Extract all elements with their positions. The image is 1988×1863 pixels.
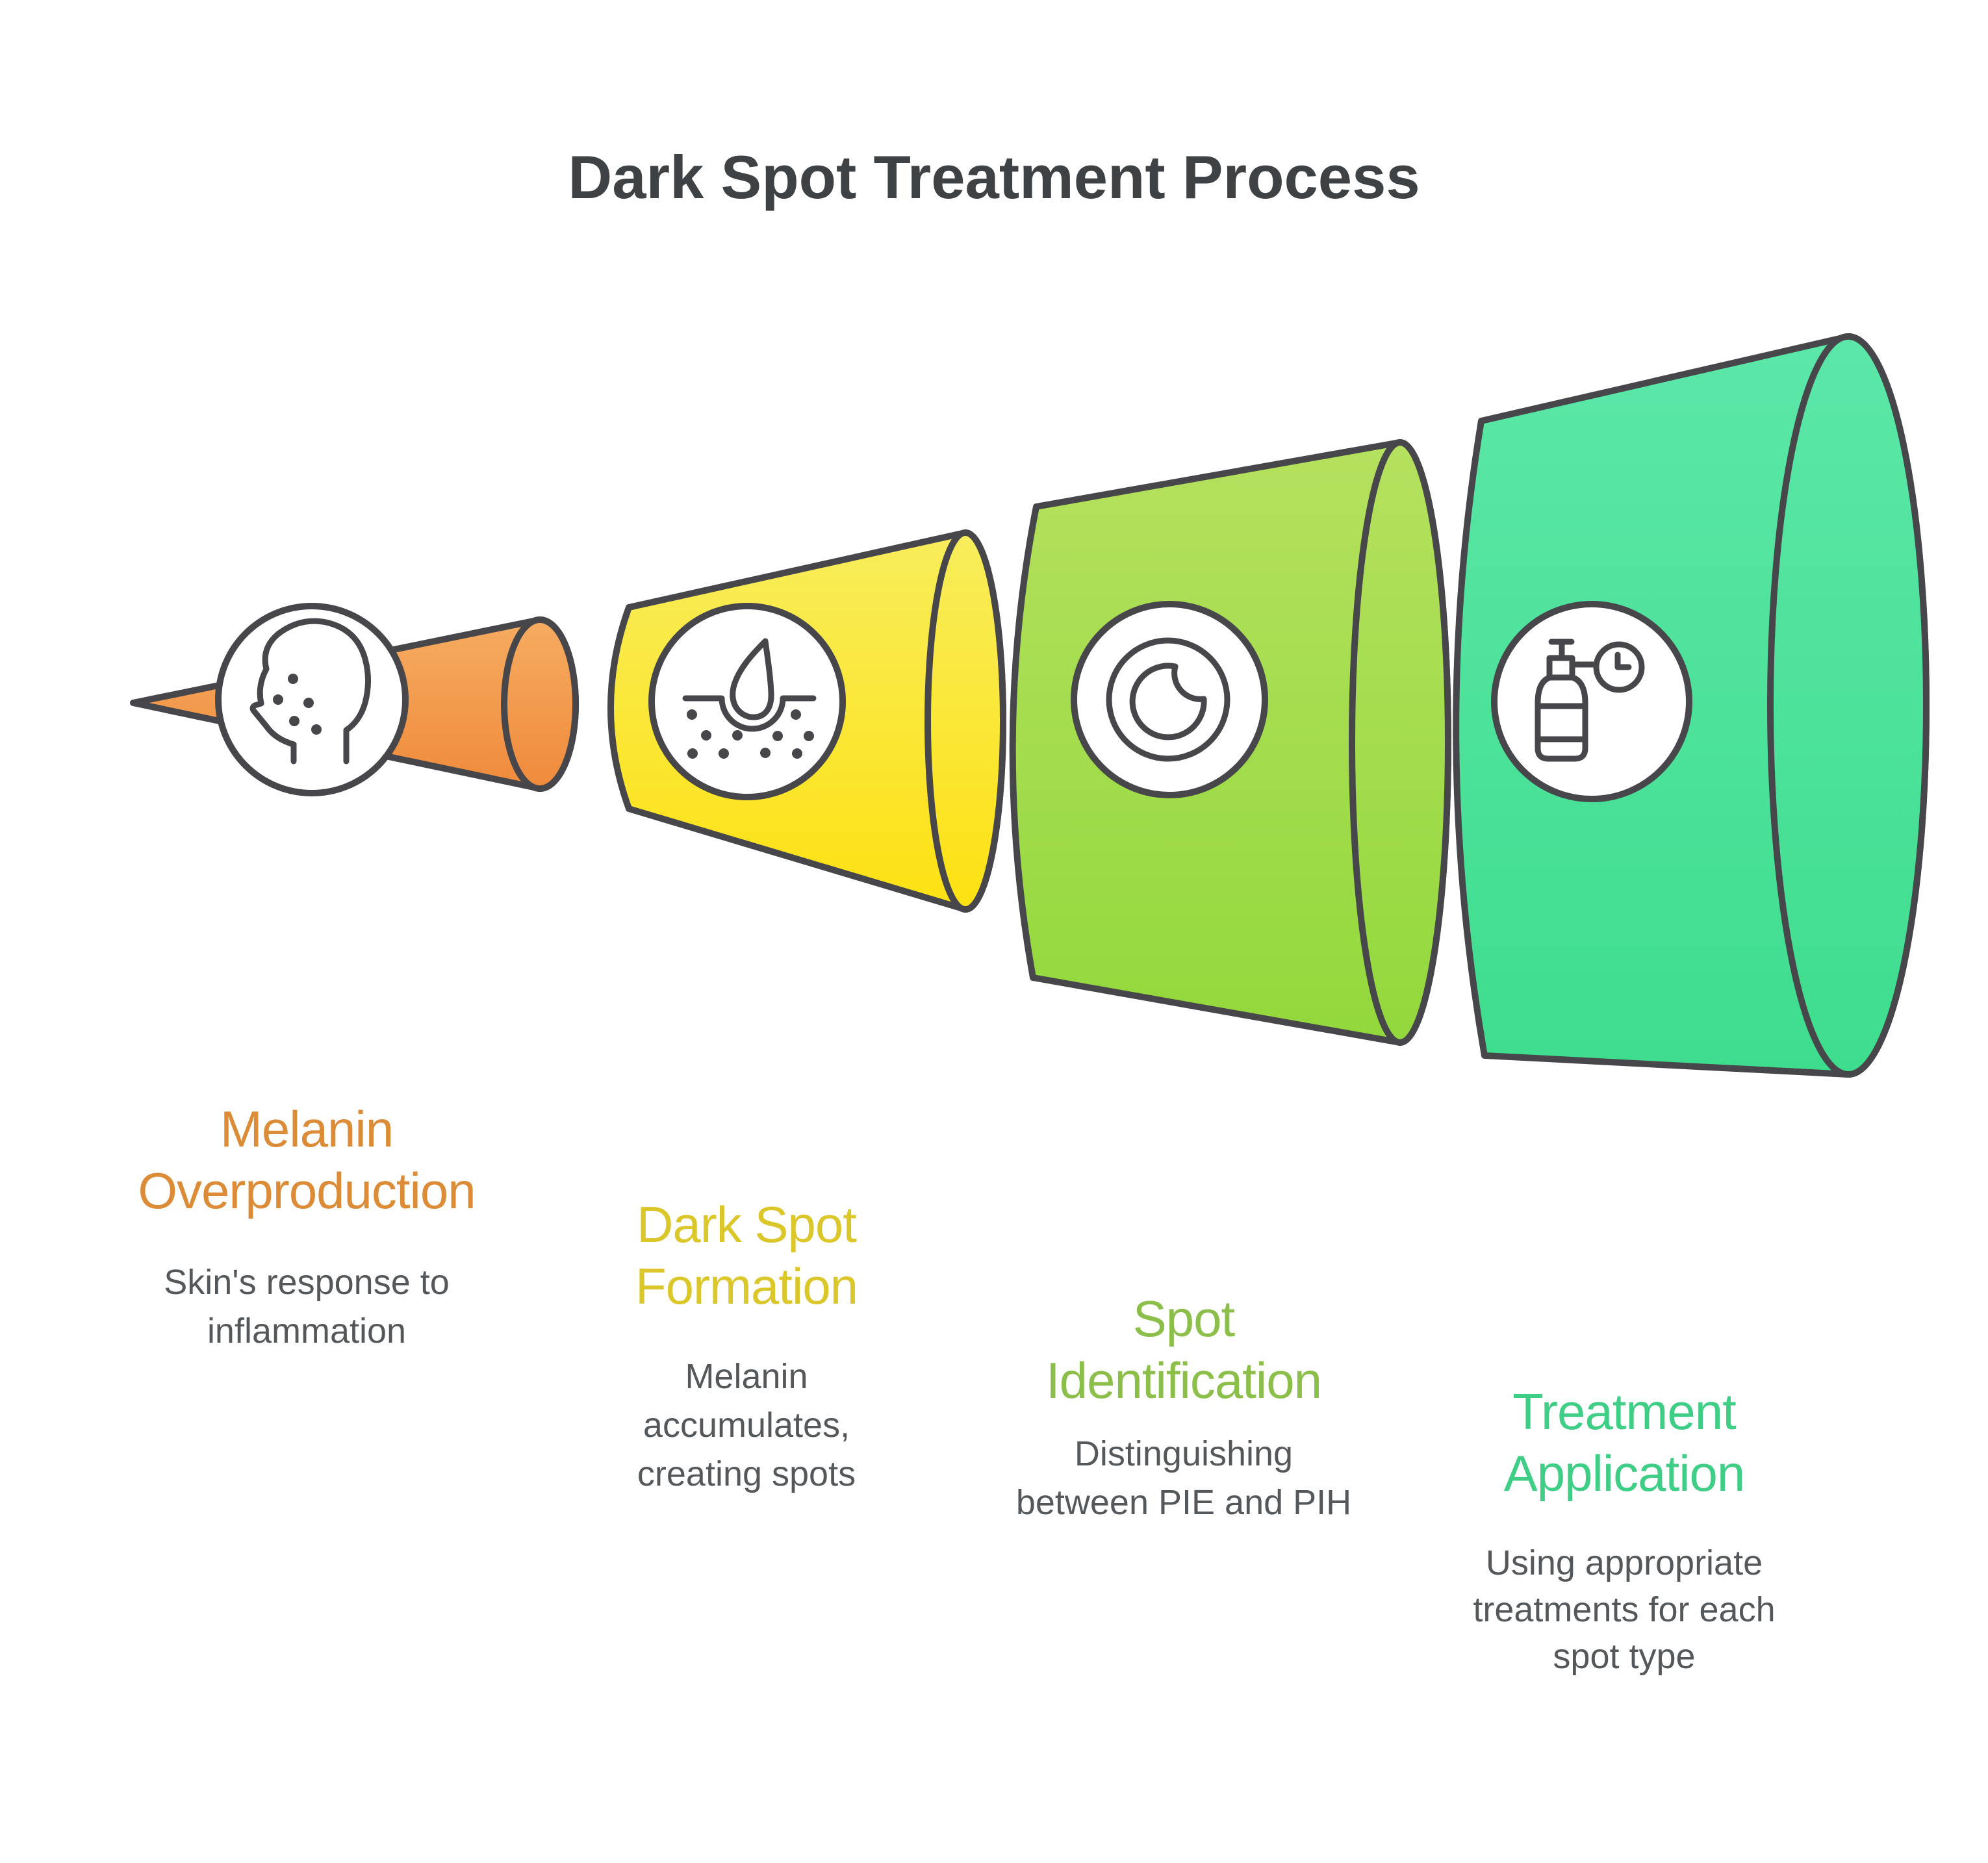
section-labels: Melanin Overproduction Skin's response t… xyxy=(138,1100,1775,1676)
label-dark-spot-formation: Dark Spot Formation Melanin accumulates,… xyxy=(635,1196,858,1493)
icon-badge-circle xyxy=(1491,601,1692,802)
funnel xyxy=(130,333,1930,1078)
section-title-line: Overproduction xyxy=(138,1162,475,1219)
page-title: Dark Spot Treatment Process xyxy=(568,143,1420,211)
timer-clock-hands xyxy=(1614,652,1632,670)
section-title-line: Dark Spot xyxy=(637,1196,857,1253)
treatment-bottle-timer-icon xyxy=(1491,601,1692,802)
dark-spot-crescent xyxy=(1129,663,1207,741)
bottle-neck xyxy=(1546,655,1575,681)
segment-cap xyxy=(1767,333,1930,1078)
section-subtitle-line: Distinguishing xyxy=(1075,1434,1293,1473)
section-subtitle-line: treatments for each xyxy=(1473,1590,1775,1629)
section-title-line: Application xyxy=(1504,1445,1745,1502)
section-title-line: Formation xyxy=(635,1258,858,1315)
section-subtitle-line: creating spots xyxy=(637,1454,856,1493)
segment-cap xyxy=(1349,439,1451,1046)
spot-lens-icon xyxy=(1071,601,1268,798)
melanin-droplet xyxy=(730,638,774,720)
section-title-line: Melanin xyxy=(220,1100,393,1158)
section-subtitle-line: Melanin xyxy=(685,1357,808,1396)
section-subtitle-line: inflammation xyxy=(207,1312,406,1350)
section-title-line: Spot xyxy=(1133,1290,1236,1347)
skin-pore-dots xyxy=(687,709,814,759)
funnel-segment-spot-identification xyxy=(1009,439,1451,1046)
label-melanin-overproduction: Melanin Overproduction Skin's response t… xyxy=(138,1100,476,1350)
skin-surface-line xyxy=(682,695,817,732)
face-profile-outline xyxy=(249,618,372,765)
bottle-label-lines xyxy=(1535,703,1588,742)
segment-cap xyxy=(924,529,1006,913)
section-subtitle-line: accumulates, xyxy=(643,1406,850,1445)
funnel-segment-dark-spot-formation xyxy=(607,529,1006,913)
funnel-segment-melanin-overproduction xyxy=(130,603,579,796)
bottle-body xyxy=(1535,674,1588,762)
label-treatment-application: Treatment Application Using appropriate … xyxy=(1473,1383,1775,1676)
segment-cap xyxy=(501,616,579,792)
section-title-line: Treatment xyxy=(1512,1383,1737,1440)
melanin-droplet-skin-icon xyxy=(648,603,846,800)
funnel-segment-treatment-application xyxy=(1453,333,1930,1078)
face-spot-dots xyxy=(273,674,322,735)
section-subtitle-line: Skin's response to xyxy=(164,1263,450,1302)
section-title-line: Identification xyxy=(1046,1352,1321,1409)
section-subtitle-line: between PIE and PIH xyxy=(1016,1483,1351,1522)
face-with-spots-icon xyxy=(215,603,409,796)
section-subtitle-line: Using appropriate xyxy=(1486,1543,1763,1582)
label-spot-identification: Spot Identification Distinguishing betwe… xyxy=(1016,1290,1351,1522)
section-subtitle-line: spot type xyxy=(1553,1637,1695,1676)
